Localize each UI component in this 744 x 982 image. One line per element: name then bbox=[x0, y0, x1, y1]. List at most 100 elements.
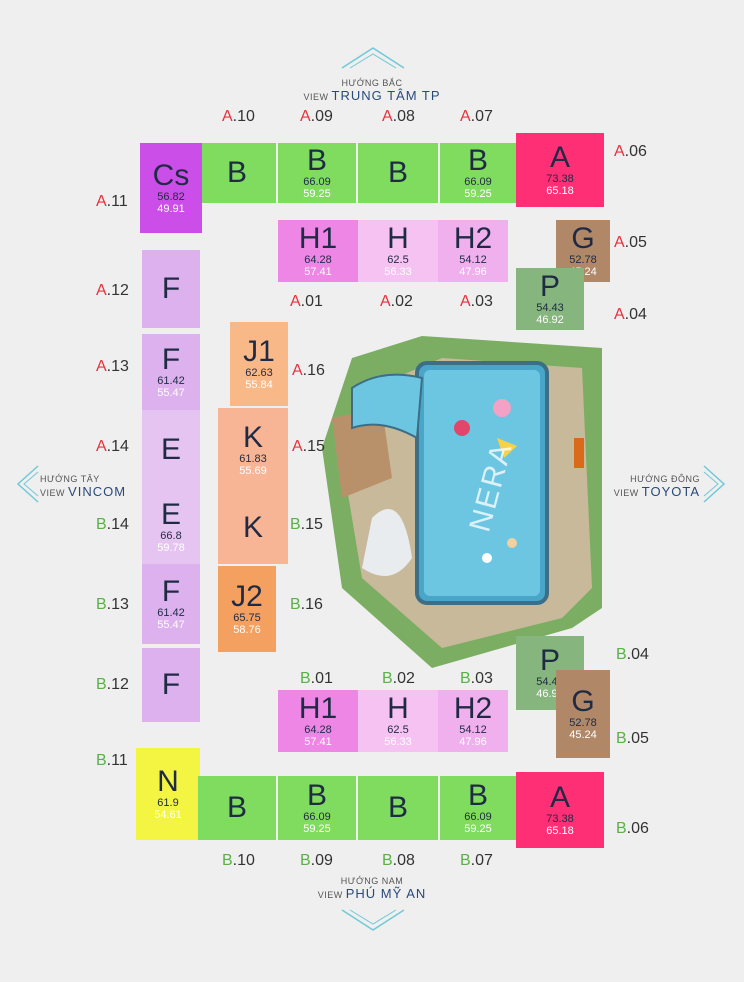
unit-type-letter: P bbox=[539, 644, 560, 677]
unit-number: .10 bbox=[232, 108, 255, 125]
unit-area-gross: 66.09 bbox=[464, 176, 492, 188]
unit-number: .09 bbox=[310, 852, 333, 869]
pool-garden-illustration bbox=[322, 336, 602, 668]
block-prefix: A bbox=[96, 193, 107, 210]
unit-type-letter: F bbox=[161, 668, 181, 701]
unit-area-net: 49.91 bbox=[157, 203, 185, 215]
unit-area-gross: 62.5 bbox=[387, 724, 409, 736]
unit-code-a10: A.10 bbox=[222, 108, 255, 126]
unit-code-b14: B.14 bbox=[96, 516, 129, 534]
unit-code-a06: A.06 bbox=[614, 143, 647, 161]
unit-type-letter: B bbox=[226, 156, 247, 189]
block-prefix: B bbox=[300, 852, 311, 869]
unit-code-b16: B.16 bbox=[290, 596, 323, 614]
unit-type-letter: F bbox=[161, 343, 181, 376]
block-prefix: A bbox=[382, 108, 393, 125]
block-prefix: A bbox=[614, 234, 625, 251]
unit-area-gross: 52.78 bbox=[569, 254, 597, 266]
east-direction: HƯỚNG ĐÔNG bbox=[630, 474, 700, 484]
unit-type-letter: K bbox=[242, 511, 263, 544]
unit-b08[interactable]: B bbox=[358, 776, 438, 840]
unit-type-letter: J1 bbox=[243, 335, 275, 368]
unit-a10[interactable]: B bbox=[198, 143, 276, 203]
unit-number: .10 bbox=[232, 852, 255, 869]
unit-code-b11: B.11 bbox=[96, 752, 128, 770]
unit-number: .04 bbox=[624, 306, 647, 323]
unit-code-a09: A.09 bbox=[300, 108, 333, 126]
block-prefix: B bbox=[290, 516, 301, 533]
unit-b15[interactable]: K bbox=[218, 492, 288, 564]
unit-area-gross: 65.75 bbox=[233, 612, 261, 624]
west-chevron-icon bbox=[16, 465, 39, 503]
unit-a14[interactable]: E bbox=[142, 410, 200, 490]
unit-type-letter: G bbox=[571, 222, 595, 255]
unit-type-letter: F bbox=[161, 272, 181, 305]
unit-a12[interactable]: F bbox=[142, 250, 200, 328]
north-view-prefix: VIEW bbox=[303, 92, 329, 102]
unit-a08[interactable]: B bbox=[358, 143, 438, 203]
block-prefix: B bbox=[290, 596, 301, 613]
unit-number: .01 bbox=[310, 670, 333, 687]
unit-number: .03 bbox=[470, 293, 493, 310]
block-prefix: A bbox=[460, 293, 471, 310]
unit-type-letter: P bbox=[539, 270, 560, 303]
unit-area-net: 55.84 bbox=[245, 379, 273, 391]
east-view-target: TOYOTA bbox=[641, 484, 700, 499]
west-view-label: HƯỚNG TÂY VIEW VINCOM bbox=[40, 474, 126, 499]
block-prefix: B bbox=[96, 516, 107, 533]
unit-number: .07 bbox=[470, 852, 493, 869]
unit-number: .12 bbox=[106, 282, 129, 299]
unit-b12[interactable]: F bbox=[142, 648, 200, 722]
unit-type-letter: H bbox=[387, 692, 409, 725]
block-prefix: B bbox=[222, 852, 233, 869]
unit-area-gross: 61.9 bbox=[157, 797, 179, 809]
block-prefix: A bbox=[222, 108, 233, 125]
unit-area-gross: 73.38 bbox=[546, 173, 574, 185]
unit-type-letter: F bbox=[161, 575, 181, 608]
unit-area-gross: 54.12 bbox=[459, 724, 487, 736]
unit-number: .05 bbox=[624, 234, 647, 251]
unit-area-gross: 73.38 bbox=[546, 813, 574, 825]
unit-type-letter: E bbox=[160, 498, 181, 531]
south-direction: HƯỚNG NAM bbox=[340, 876, 404, 886]
west-direction: HƯỚNG TÂY bbox=[40, 474, 100, 484]
unit-area-net: 55.69 bbox=[239, 465, 267, 477]
unit-type-letter: H1 bbox=[298, 222, 338, 255]
unit-type-letter: B bbox=[467, 144, 488, 177]
unit-number: .14 bbox=[106, 438, 129, 455]
unit-code-b10: B.10 bbox=[222, 852, 255, 870]
block-prefix: A bbox=[290, 293, 301, 310]
block-prefix: A bbox=[96, 438, 107, 455]
block-prefix: A bbox=[614, 143, 625, 160]
unit-b10[interactable]: B bbox=[198, 776, 276, 840]
unit-type-letter: A bbox=[549, 141, 570, 174]
unit-area-gross: 54.43 bbox=[536, 302, 564, 314]
unit-number: .07 bbox=[470, 108, 493, 125]
unit-number: .03 bbox=[470, 670, 493, 687]
unit-area-gross: 61.42 bbox=[157, 375, 185, 387]
unit-area-gross: 64.28 bbox=[304, 724, 332, 736]
unit-number: .16 bbox=[300, 596, 323, 613]
